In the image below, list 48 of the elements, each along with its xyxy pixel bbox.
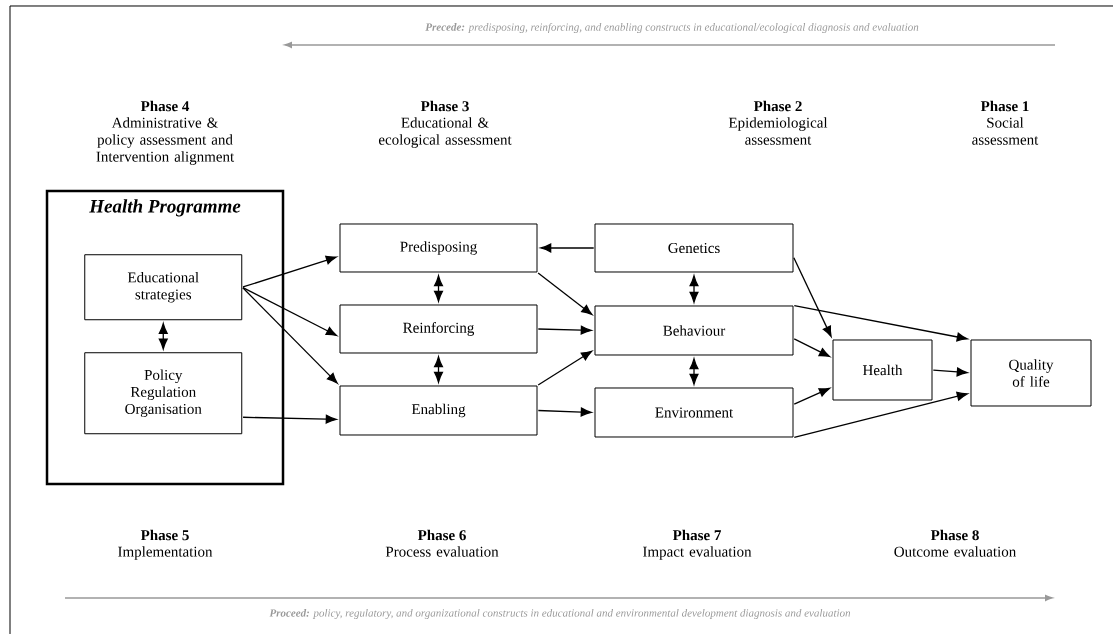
arrow bbox=[540, 243, 595, 253]
process-box: Predisposing bbox=[339, 223, 538, 273]
phase-description: Educational & ecological assessment bbox=[378, 117, 512, 148]
arrow bbox=[793, 338, 831, 358]
phase-title: Phase 8 bbox=[930, 529, 979, 541]
phase-title: Phase 5 bbox=[140, 529, 189, 541]
phase-description: Implementation bbox=[118, 546, 213, 560]
phase-title: Phase 3 bbox=[420, 100, 469, 112]
arrow bbox=[932, 367, 968, 377]
process-box: Behaviour bbox=[594, 305, 794, 356]
process-box: Genetics bbox=[594, 223, 794, 273]
phase-title: Phase 6 bbox=[417, 529, 466, 541]
process-box: Educational strategies bbox=[84, 254, 243, 321]
phase-description: Administrative & policy assessment and Intervention alignment bbox=[96, 117, 235, 165]
arrow bbox=[537, 272, 593, 316]
arrow bbox=[793, 387, 831, 405]
arrow bbox=[793, 391, 968, 438]
arrow bbox=[537, 350, 593, 386]
arrow bbox=[689, 275, 699, 303]
arrow bbox=[242, 287, 338, 384]
arrow bbox=[537, 407, 592, 417]
phase-title: Phase 4 bbox=[140, 100, 190, 112]
phase-description: Impact evaluation bbox=[643, 546, 752, 560]
arrow bbox=[434, 356, 443, 383]
arrow bbox=[689, 358, 699, 385]
phase-title: Phase 1 bbox=[980, 100, 1029, 112]
phase-description: Epidemiological assessment bbox=[728, 117, 828, 145]
phase-description: Process evaluation bbox=[385, 546, 499, 557]
arrow bbox=[793, 305, 968, 342]
arrow bbox=[793, 257, 832, 338]
phase-description: Outcome evaluation bbox=[894, 546, 1017, 557]
phase-note: Proceed: policy, regulatory, and organizational constructs in educational and environmental development diagnosis and evaluation bbox=[269, 609, 851, 619]
process-box: Health bbox=[832, 339, 933, 401]
phase-title: Phase 2 bbox=[753, 100, 802, 112]
phase-note: Precede: predisposing, reinforcing, and enabling constructs in educational/ecological diagnosis and evaluation bbox=[425, 22, 919, 34]
phase-title: Phase 7 bbox=[672, 529, 721, 541]
process-box: Policy Regulation Organisation bbox=[84, 352, 243, 435]
arrow bbox=[434, 275, 443, 302]
arrow bbox=[242, 255, 337, 288]
process-box: Quality of life bbox=[970, 339, 1092, 407]
arrow bbox=[158, 323, 168, 350]
process-box: Environment bbox=[594, 387, 794, 438]
arrow bbox=[537, 325, 592, 335]
process-box: Reinforcing bbox=[339, 304, 538, 354]
arrow bbox=[242, 286, 338, 337]
process-box: Enabling bbox=[339, 385, 538, 436]
phase-description: Social assessment bbox=[972, 117, 1039, 145]
arrow bbox=[242, 414, 337, 424]
